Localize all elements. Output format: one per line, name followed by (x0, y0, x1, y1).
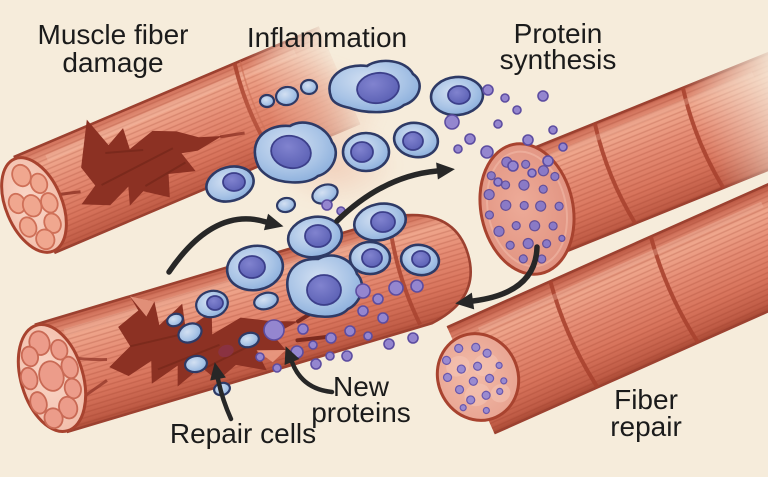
labels: Muscle fiber damage Inflammation Protein… (38, 18, 682, 449)
new-protein-dots (255, 199, 424, 373)
cell-fragments (253, 78, 339, 311)
arrow-damage-to-inflammation (166, 213, 284, 275)
fiber-cross-section (16, 323, 88, 433)
label-inflammation: Inflammation (247, 22, 407, 53)
label-protein-synthesis-line2: synthesis (500, 44, 617, 75)
cell-nuclei (222, 71, 471, 306)
label-new-proteins-line2: proteins (311, 397, 411, 428)
protein-dots-field (444, 84, 568, 187)
flow-arrows (166, 162, 540, 422)
inflammation-cells (205, 59, 485, 319)
arrow-new-proteins-callout (284, 346, 335, 395)
fiber-cross-section (0, 156, 68, 254)
arrow-repair-cells-callout (210, 362, 234, 422)
macrophage-cells (205, 59, 485, 319)
label-fiber-repair-line1: Fiber (614, 384, 678, 415)
protein-dots-in-repair (441, 342, 508, 415)
label-new-proteins-line1: New (333, 371, 390, 402)
repair-cells-cluster (166, 289, 260, 397)
protein-synthesis-fiber (478, 49, 768, 276)
label-protein-synthesis-line1: Protein (514, 18, 603, 49)
protein-dots-on-face (483, 156, 566, 264)
arrow-inflammation-to-synthesis (334, 162, 455, 224)
repair-cross-section (435, 332, 521, 422)
synthesis-cross-section (478, 142, 576, 276)
arrow-synthesis-to-repair (455, 244, 540, 310)
repaired-fiber (435, 182, 768, 435)
label-muscle-fiber-damage-line1: Muscle fiber (38, 19, 189, 50)
label-muscle-fiber-damage-line2: damage (62, 47, 163, 78)
label-repair-cells: Repair cells (170, 418, 316, 449)
label-fiber-repair-line2: repair (610, 411, 682, 442)
